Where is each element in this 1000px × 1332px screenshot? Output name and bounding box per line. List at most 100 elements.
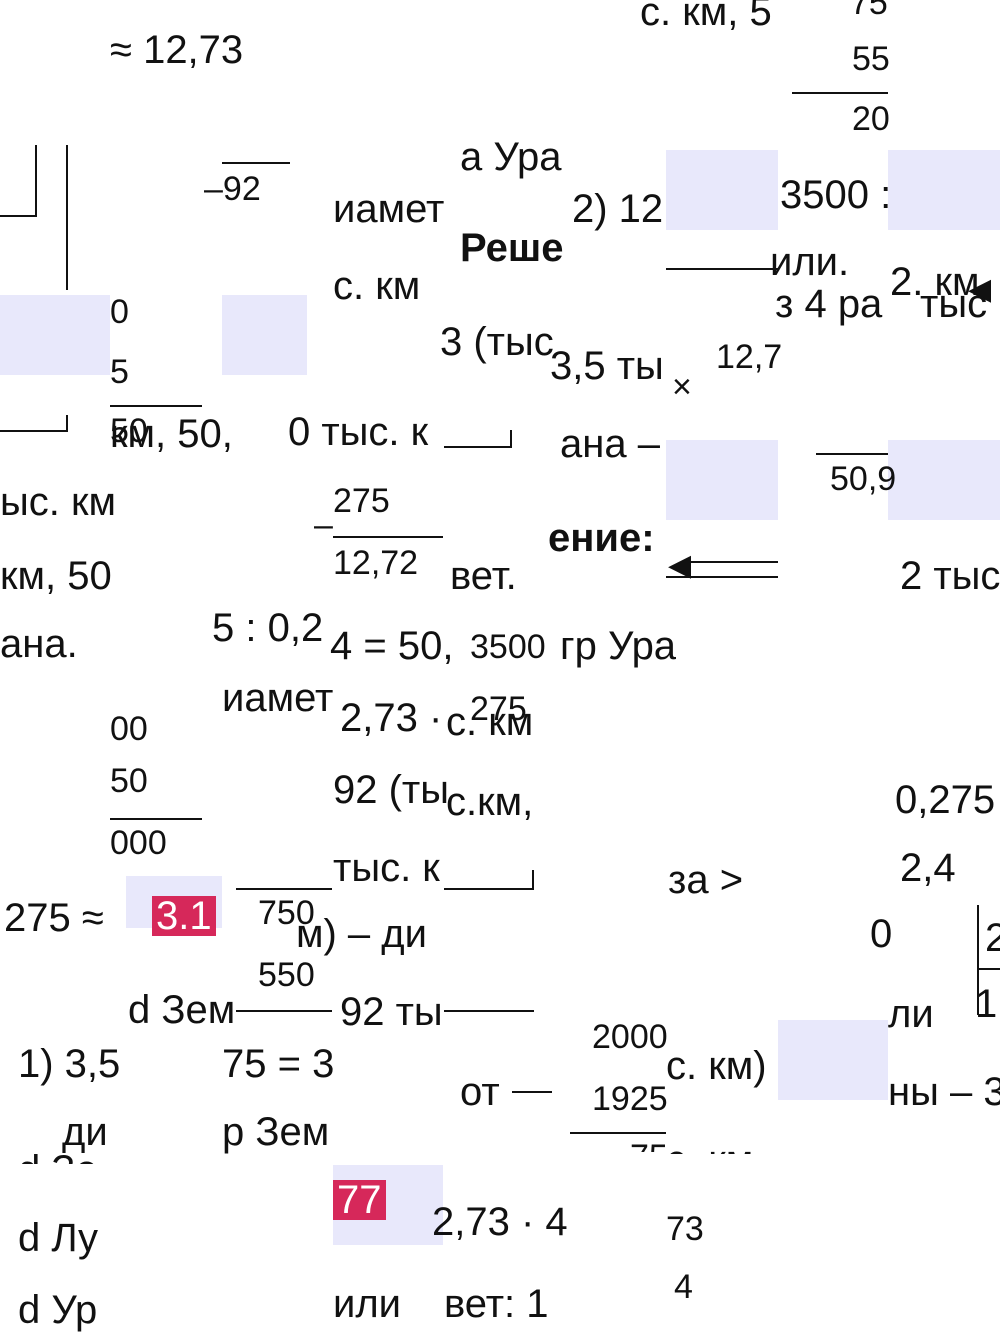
highlight-badge: 77 [333,1180,386,1220]
text-fragment: 2,4 [900,846,956,890]
fraction-line [236,888,332,890]
text-fragment: иамет [333,187,445,231]
text-fragment: ана. [0,622,78,666]
text-fragment: 50,9 [830,460,897,498]
divider [532,870,534,890]
fraction-line [666,576,778,578]
text-fragment: ение: [548,516,655,560]
text-fragment: вет. [450,554,517,598]
text-fragment: d Ур [18,1288,98,1332]
fraction-line [570,1132,666,1134]
text-fragment: з 4 ра [775,282,883,326]
placeholder-block [666,150,778,230]
text-fragment: за > [668,858,744,902]
placeholder-block [666,440,778,520]
text-fragment: 73 [666,1210,704,1248]
text-fragment: 20 [852,100,890,138]
text-fragment: 1 [975,982,998,1026]
text-fragment: 000 [110,824,167,862]
text-fragment: ди [62,1110,108,1154]
placeholder-block [888,440,1000,520]
text-fragment: 3500 [470,628,546,666]
arrow-left-icon: ◀ [668,549,692,582]
text-fragment: ыс. км [0,480,116,524]
text-fragment: ана – [560,422,660,466]
text-fragment: 50 [110,762,148,800]
divider [66,415,68,432]
text-fragment: с. км [333,264,421,308]
text-fragment: 3500 : [780,173,892,217]
text-fragment: 2) 12 [572,187,664,231]
text-fragment: 0 [870,912,893,956]
text-fragment: 275 ≈ [4,896,104,940]
text-fragment: 3,5 ты [550,344,664,388]
text-fragment: 0 тыс. к [288,410,429,454]
text-fragment: иамет [222,676,334,720]
text-fragment: 50 [110,412,148,450]
text-fragment: 275 [333,482,390,520]
placeholder-block [778,1020,888,1100]
text-fragment: 92 ты [340,990,443,1034]
text-fragment: 12,7 [716,338,783,376]
text-fragment: d Зе [18,1150,98,1164]
text-fragment: 2 тыс [900,554,1000,598]
placeholder-block [222,295,307,375]
placeholder-block [0,295,110,375]
text-fragment: 2,73 · 4 [432,1200,568,1244]
text-fragment: от [460,1070,500,1114]
placeholder-block [888,150,1000,230]
divider [510,430,512,448]
text-fragment: км, 50 [0,554,112,598]
text-fragment: м) – ди [296,912,427,956]
text-fragment: или [333,1282,402,1326]
text-fragment: гр Ура [560,624,677,668]
text-fragment: –92 [204,170,261,208]
text-fragment: 1) 3,5 [18,1042,121,1086]
divider [0,215,37,217]
text-fragment: 75 [850,0,888,22]
fraction-line [444,888,534,890]
text-fragment: 5 [110,353,129,391]
text-fragment: или. [770,240,850,284]
text-fragment: 55 [852,40,890,78]
text-fragment: d Лу [18,1216,99,1260]
text-fragment: 750 [258,894,315,932]
text-fragment: 92 (ты [333,768,449,812]
text-fragment: 4 = 50, [330,624,454,668]
text-fragment: 550 [258,956,315,994]
text-fragment: 3 (тыс [440,320,554,364]
highlight-badge: 3.1 [152,896,216,936]
fraction-line [0,430,66,432]
fraction-line [222,162,290,164]
text-fragment: а Ура [460,135,562,179]
divider [977,905,979,1015]
text-fragment: с. км, 5 [640,0,772,34]
text-fragment: с.км, [446,780,534,824]
text-fragment: Реше [460,226,564,270]
text-fragment: d Зем [128,988,236,1032]
fraction-line [666,268,778,270]
text-fragment: 0,275 [895,778,996,822]
text-fragment: 1925 [592,1080,668,1118]
text-fragment: р Зем [222,1110,330,1154]
text-fragment: 5 : 0,2 [212,606,324,650]
fraction-line [110,405,202,407]
fraction-line [444,446,512,448]
text-fragment: 4 [674,1268,693,1306]
text-fragment: 00 [110,710,148,748]
text-fragment: 0 [110,293,129,331]
arrow-left-icon: ◀ [968,273,992,306]
text-fragment: 2,73 · [340,696,443,740]
text-fragment: вет: 1 [444,1282,549,1326]
fraction-line [444,1010,534,1012]
fraction-line [110,818,202,820]
text-fragment: 2. км [890,260,980,304]
divider [66,145,68,290]
divider [35,145,37,217]
text-fragment: тыс. к [333,846,440,890]
text-fragment: 2000 [592,1018,668,1056]
text-fragment: – [314,506,333,544]
text-fragment: с. км [666,1140,753,1154]
fraction-line [792,92,888,94]
fraction-line [333,536,443,538]
